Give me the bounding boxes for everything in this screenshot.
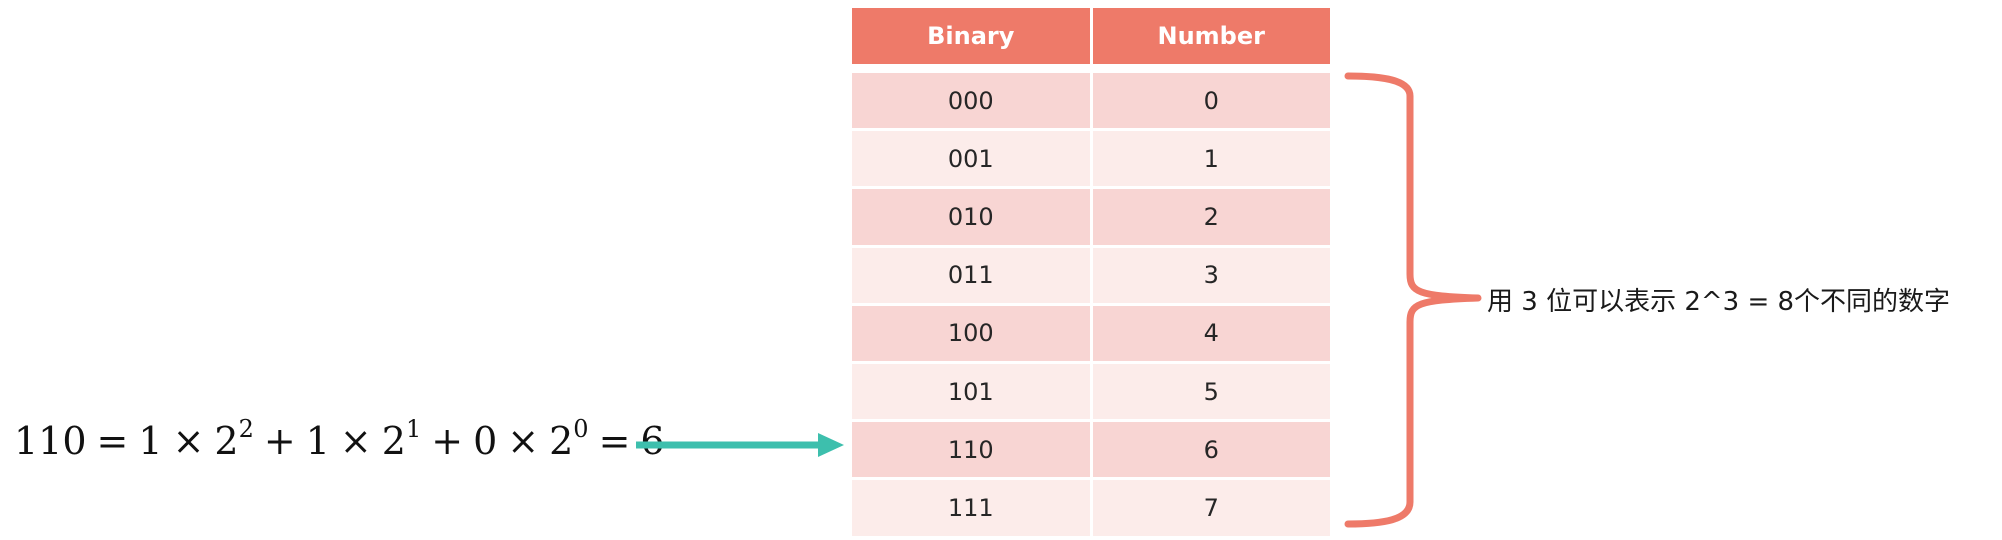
- binary-cell: 111: [852, 480, 1090, 536]
- binary-cell: 010: [852, 189, 1090, 245]
- binary-cell: 100: [852, 305, 1090, 361]
- equation-lhs: 110: [14, 419, 87, 463]
- table-row-highlighted: 110 6: [852, 419, 1330, 478]
- binary-number-table: Binary Number 000 0 001 1 010 2 011 3 10…: [852, 8, 1330, 536]
- table-row: 000 0: [852, 70, 1330, 129]
- number-cell: 4: [1089, 305, 1330, 361]
- number-cell: 6: [1089, 422, 1330, 478]
- table-header-row: Binary Number: [852, 8, 1330, 64]
- number-cell: 7: [1089, 480, 1330, 536]
- term2-coefficient: 1: [305, 419, 330, 463]
- plus-sign: +: [431, 419, 464, 463]
- equals-sign: =: [598, 419, 631, 463]
- table-row: 100 4: [852, 302, 1330, 361]
- binary-expansion-equation: 110=1×22+1×21+0×20=6: [14, 415, 665, 463]
- term3-coefficient: 0: [473, 419, 498, 463]
- times-sign: ×: [507, 419, 540, 463]
- number-cell: 1: [1089, 131, 1330, 187]
- header-number: Number: [1089, 8, 1330, 64]
- header-binary: Binary: [852, 8, 1090, 64]
- term1-exponent: 2: [238, 415, 254, 443]
- binary-cell: 110: [852, 422, 1090, 478]
- equals-sign: =: [96, 419, 129, 463]
- table-row: 101 5: [852, 360, 1330, 420]
- table-row: 111 7: [852, 477, 1330, 536]
- binary-cell: 011: [852, 247, 1090, 303]
- caption-text: 用 3 位可以表示 2^3 = 8个不同的数字: [1487, 287, 1951, 317]
- term3-base: 2: [549, 419, 574, 463]
- binary-cell: 101: [852, 363, 1090, 420]
- number-cell: 0: [1089, 73, 1330, 129]
- term3-exponent: 0: [573, 415, 589, 443]
- curly-brace: [1344, 72, 1482, 528]
- term2-base: 2: [381, 419, 406, 463]
- equation-result: 6: [640, 419, 665, 463]
- binary-cell: 001: [852, 131, 1090, 187]
- table-row: 001 1: [852, 128, 1330, 187]
- arrow-right-icon: [636, 433, 844, 457]
- times-sign: ×: [172, 419, 205, 463]
- binary-cell: 000: [852, 73, 1090, 129]
- term1-base: 2: [214, 419, 239, 463]
- times-sign: ×: [339, 419, 372, 463]
- table-row: 011 3: [852, 244, 1330, 303]
- number-cell: 2: [1089, 189, 1330, 245]
- number-cell: 5: [1089, 363, 1330, 420]
- table-row: 010 2: [852, 186, 1330, 245]
- term1-coefficient: 1: [138, 419, 163, 463]
- plus-sign: +: [263, 419, 296, 463]
- number-cell: 3: [1089, 247, 1330, 303]
- term2-exponent: 1: [405, 415, 422, 443]
